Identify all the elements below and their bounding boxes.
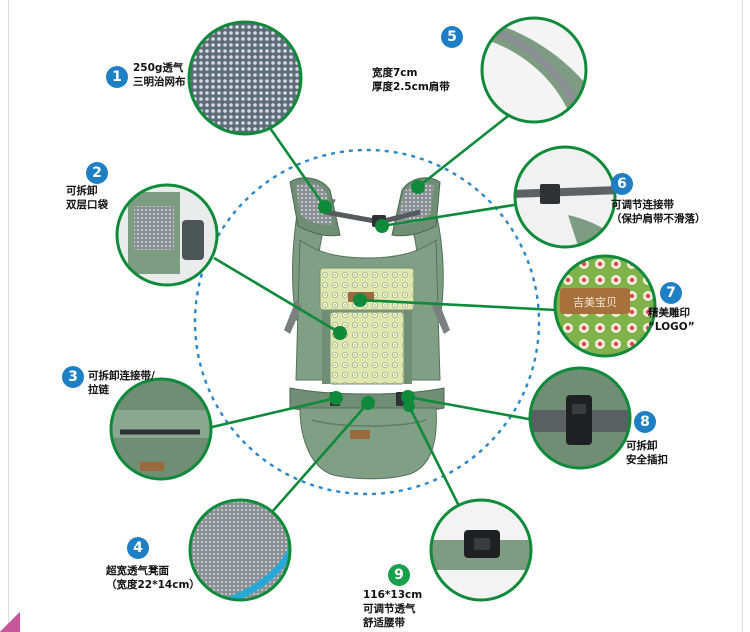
waist-belt-closeup xyxy=(429,498,533,602)
feature-9-line-3: 舒适腰带 xyxy=(363,617,405,629)
feature-1-line-2: 三明治网布 xyxy=(133,76,186,88)
corner-decoration xyxy=(0,612,20,632)
pocket-closeup xyxy=(115,183,219,287)
feature-5-line-1: 宽度7cm xyxy=(372,67,418,79)
feature-label-8: 可拆卸 安全插扣 xyxy=(626,439,668,467)
carrier-illustration xyxy=(284,177,450,480)
feature-8-line-1: 可拆卸 xyxy=(626,440,658,452)
feature-label-7: 精美雕印 “LOGO” xyxy=(648,306,695,334)
dashed-circle xyxy=(193,148,541,496)
feature-9-line-1: 116*13cm xyxy=(363,589,423,601)
feature-label-5: 宽度7cm 厚度2.5cm肩带 xyxy=(372,66,450,94)
feature-badge-4: 4 xyxy=(127,537,149,559)
logo-patch-text: 吉美宝贝 xyxy=(573,295,617,309)
feature-label-3: 可拆卸连接带/ 拉链 xyxy=(88,369,155,397)
safety-buckle-closeup xyxy=(528,366,632,470)
feature-badge-6: 6 xyxy=(611,173,633,195)
feature-4-line-2: （宽度22*14cm） xyxy=(106,579,200,591)
feature-9-line-2: 可调节透气 xyxy=(363,603,416,615)
buckle-strap-closeup xyxy=(513,145,617,249)
feature-3-line-1: 可拆卸连接带/ xyxy=(88,370,155,382)
feature-1-line-1: 250g透气 xyxy=(133,62,184,74)
feature-4-line-1: 超宽透气凳面 xyxy=(106,565,169,577)
callout-dots xyxy=(318,180,425,412)
feature-2-line-2: 双层口袋 xyxy=(66,199,108,211)
mesh-fabric-closeup xyxy=(187,20,303,136)
seat-mesh-closeup xyxy=(188,498,292,602)
feature-3-line-2: 拉链 xyxy=(88,384,109,396)
logo-patch-closeup xyxy=(553,254,657,358)
feature-badge-1: 1 xyxy=(106,66,128,88)
zipper-closeup xyxy=(109,377,213,481)
feature-label-4: 超宽透气凳面 （宽度22*14cm） xyxy=(106,564,200,592)
feature-5-line-2: 厚度2.5cm肩带 xyxy=(372,81,450,93)
feature-7-line-2: “LOGO” xyxy=(648,321,695,333)
feature-badge-5: 5 xyxy=(441,26,463,48)
feature-badge-2: 2 xyxy=(86,162,108,184)
feature-8-line-2: 安全插扣 xyxy=(626,454,668,466)
feature-label-2: 可拆卸 双层口袋 xyxy=(66,184,108,212)
feature-label-1: 250g透气 三明治网布 xyxy=(133,61,186,89)
feature-badge-9: 9 xyxy=(388,564,410,586)
right-border-rule xyxy=(742,0,743,632)
feature-label-9: 116*13cm 可调节透气 舒适腰带 xyxy=(363,588,422,630)
shoulder-strap-closeup xyxy=(480,16,588,124)
left-border-rule xyxy=(8,0,9,632)
feature-badge-7: 7 xyxy=(660,282,682,304)
feature-6-line-2: （保护肩带不滑落） xyxy=(611,213,706,225)
feature-badge-3: 3 xyxy=(62,366,84,388)
callout-lines xyxy=(207,114,557,513)
feature-2-line-1: 可拆卸 xyxy=(66,185,98,197)
feature-badge-8: 8 xyxy=(634,411,656,433)
feature-label-6: 可调节连接带 （保护肩带不滑落） xyxy=(611,198,706,226)
feature-7-line-1: 精美雕印 xyxy=(648,307,690,319)
feature-6-line-1: 可调节连接带 xyxy=(611,199,674,211)
